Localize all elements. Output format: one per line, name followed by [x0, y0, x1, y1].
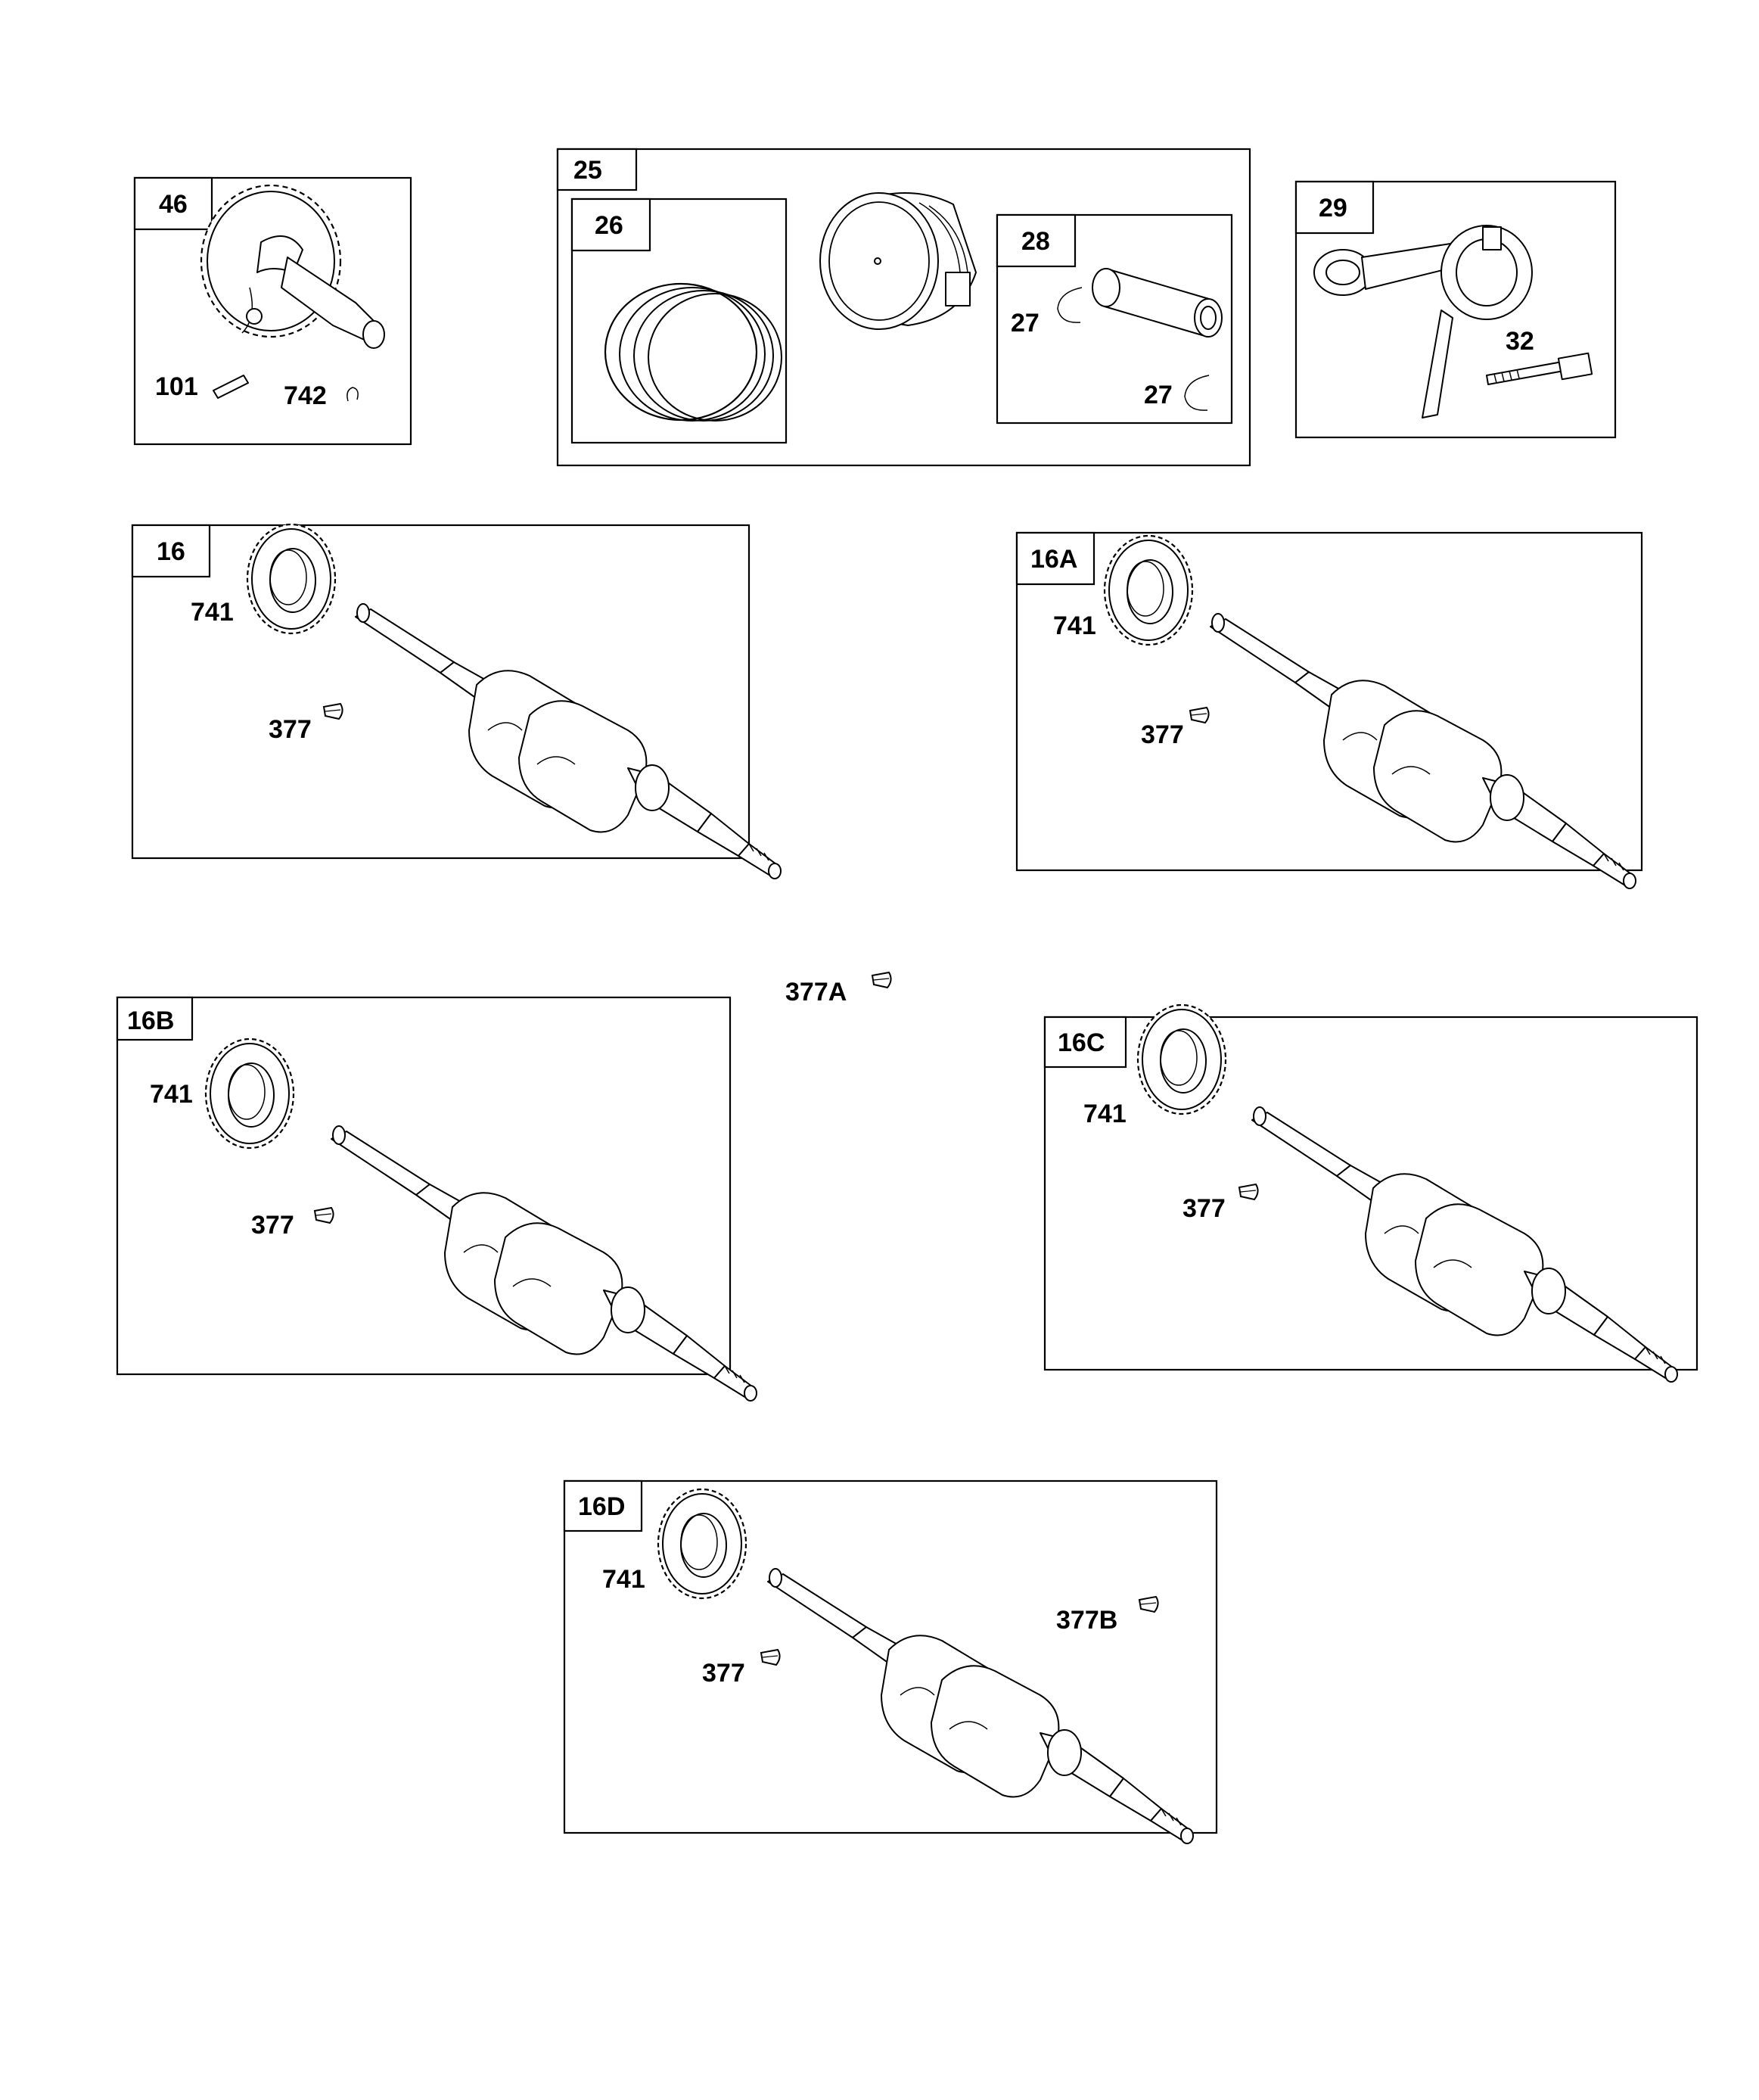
cam-gear-icon	[200, 184, 385, 349]
crank-key-377b-icon	[1139, 1596, 1159, 1613]
label-377: 377	[1183, 1194, 1226, 1223]
label-101: 101	[155, 372, 198, 401]
crank-key-icon	[323, 703, 343, 720]
timing-gear-icon	[246, 523, 337, 635]
tag-28: 28	[1021, 227, 1050, 256]
label-377: 377	[269, 715, 312, 744]
crank-key-icon	[1189, 707, 1210, 723]
label-27-top: 27	[1011, 309, 1040, 338]
label-377: 377	[251, 1211, 294, 1240]
tag-16d: 16D	[578, 1492, 625, 1521]
retaining-ring-top-icon	[1057, 287, 1083, 323]
label-741: 741	[150, 1080, 193, 1109]
label-32: 32	[1506, 327, 1534, 356]
crank-key-icon	[1238, 1184, 1259, 1200]
retaining-ring-bottom-icon	[1184, 375, 1210, 411]
crankshaft-icon	[767, 1568, 1194, 1844]
tag-16b: 16B	[127, 1006, 174, 1035]
timing-gear-icon	[204, 1038, 295, 1150]
label-27-bottom: 27	[1144, 381, 1173, 409]
tag-26: 26	[595, 211, 623, 240]
piston-rings-icon	[604, 282, 782, 422]
clip-icon	[347, 387, 359, 402]
label-377: 377	[702, 1659, 745, 1688]
tag-16a: 16A	[1030, 545, 1077, 574]
crankshaft-icon	[355, 603, 782, 879]
label-377a: 377A	[785, 978, 847, 1006]
label-377b: 377B	[1056, 1606, 1117, 1635]
label-741: 741	[191, 598, 234, 627]
tag-16c: 16C	[1058, 1028, 1105, 1057]
label-741: 741	[1083, 1100, 1127, 1128]
bolt-icon	[1486, 352, 1593, 385]
tag-25: 25	[573, 156, 602, 185]
tag-29: 29	[1319, 194, 1347, 222]
crankshaft-icon	[1251, 1106, 1678, 1383]
tag-16: 16	[157, 537, 185, 566]
crankshaft-icon	[1210, 613, 1636, 889]
label-742: 742	[284, 381, 327, 410]
crankshaft-icon	[331, 1125, 757, 1402]
timing-gear-icon	[1103, 534, 1194, 646]
pin-icon	[213, 375, 249, 399]
tag-46: 46	[159, 190, 188, 219]
crank-key-icon	[760, 1649, 781, 1666]
piston-pin-icon	[1092, 268, 1223, 338]
crank-key-icon	[314, 1207, 334, 1224]
timing-gear-icon	[1136, 1003, 1227, 1115]
label-377: 377	[1141, 720, 1184, 749]
crank-key-377a-icon	[872, 972, 892, 988]
label-741: 741	[602, 1565, 645, 1594]
timing-gear-icon	[657, 1488, 747, 1600]
piston-icon	[819, 192, 977, 330]
connecting-rod-icon	[1313, 225, 1533, 418]
label-741: 741	[1053, 611, 1096, 640]
